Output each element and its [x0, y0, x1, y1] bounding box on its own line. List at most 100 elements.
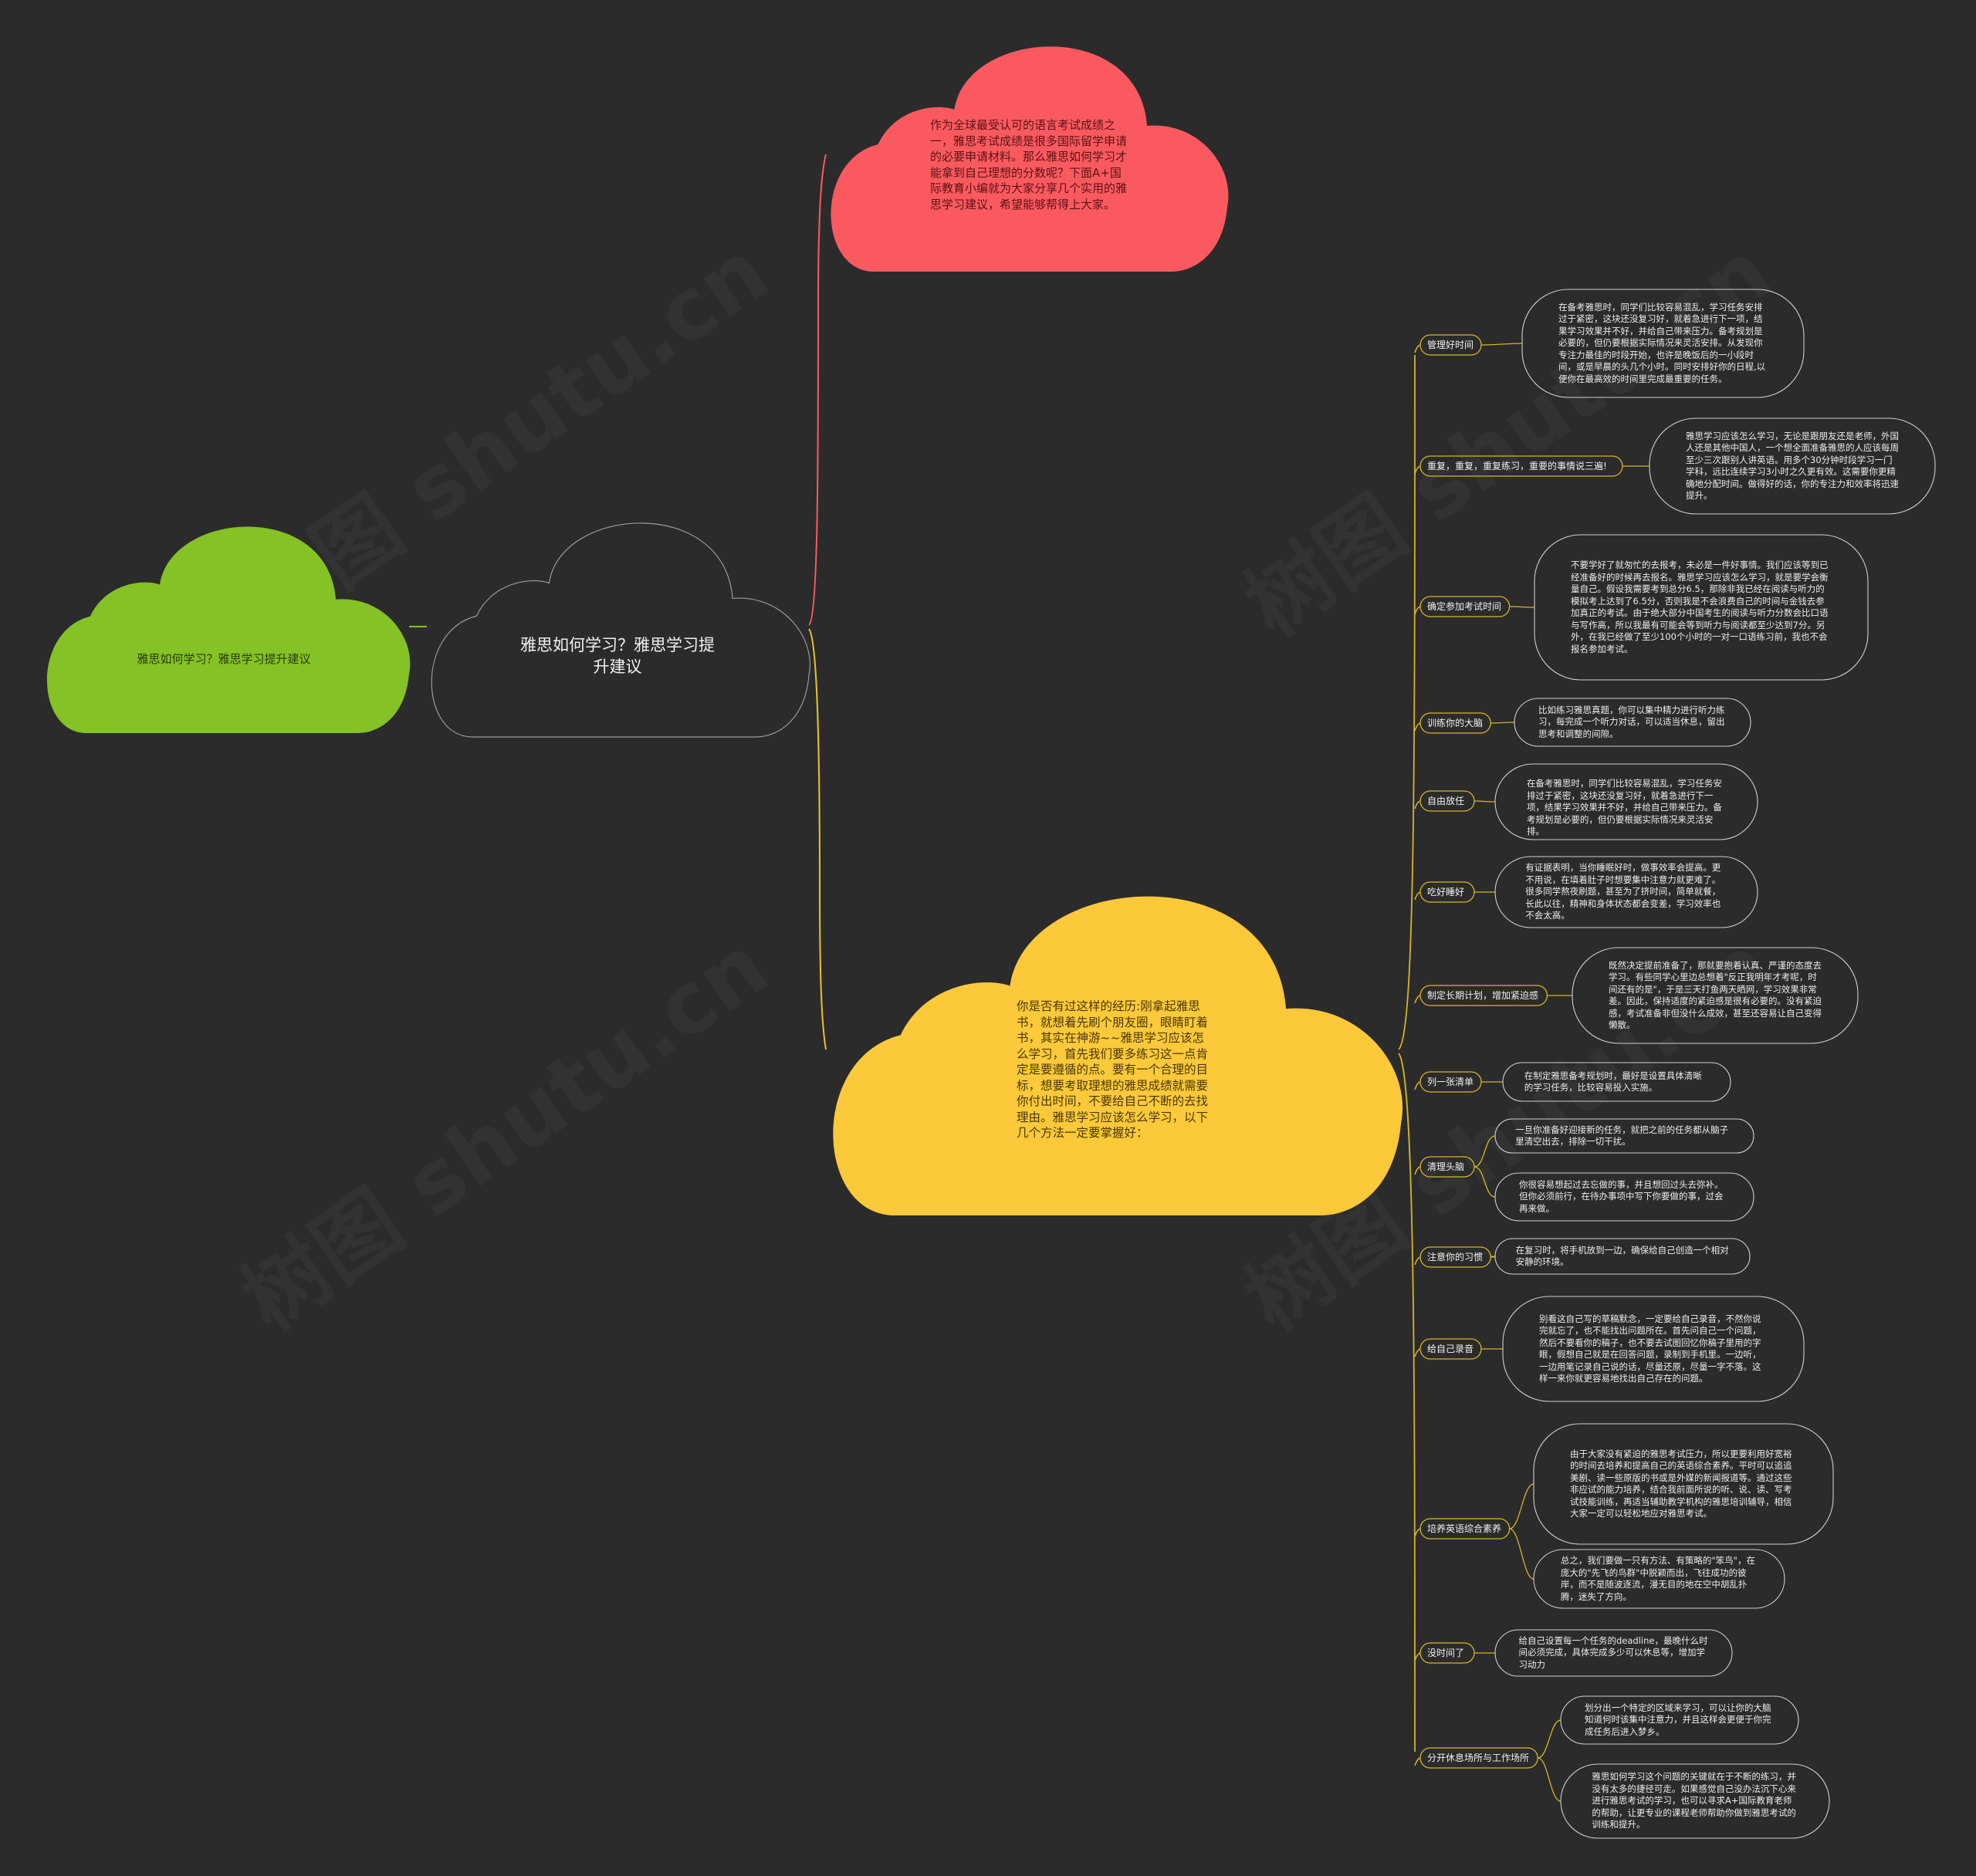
leaf-text[interactable]: 你很容易想起过去忘做的事，并且想回过头去弥补。但你必须前行，在待办事项中写下你要…	[1519, 1178, 1724, 1214]
branch-pills	[1419, 289, 1936, 1839]
leaf-text[interactable]: 不要学好了就匆忙的去报考，未必是一件好事情。我们应该等到已经准备好的时候再去报名…	[1571, 559, 1829, 654]
branch-label[interactable]: 没时间了	[1427, 1648, 1465, 1658]
leaf-text[interactable]: 雅思如何学习这个问题的关键就在于不断的练习，并没有太多的捷径可走。如果感觉自己没…	[1592, 1771, 1796, 1830]
branch-pill	[1419, 1156, 1475, 1178]
branch-pill	[1419, 1518, 1511, 1540]
branch-connector	[1414, 344, 1421, 353]
intro-cloud	[831, 46, 1229, 272]
main-connector	[808, 628, 827, 1050]
branch-label[interactable]: 管理好时间	[1427, 340, 1474, 350]
leaf-pill	[1494, 1172, 1754, 1222]
leaf-pill	[1494, 1629, 1733, 1677]
leaf-text[interactable]: 由于大家没有紧迫的雅思考试压力，所以更要利用好宽裕的时间去培养和提高自己的英语综…	[1570, 1448, 1792, 1519]
root-node-label[interactable]: 雅思如何学习？雅思学习提升建议	[137, 652, 311, 666]
branch-pill	[1419, 334, 1482, 356]
leaf-pill	[1494, 856, 1758, 928]
leaf-connector	[1538, 1719, 1562, 1759]
branch-label[interactable]: 清理头脑	[1427, 1161, 1465, 1172]
leaf-text[interactable]: 总之，我们要做一只有方法、有策略的"笨鸟"，在庞大的"先飞的鸟群"中脱颖而出，飞…	[1560, 1555, 1755, 1602]
leaf-text[interactable]: 在复习时，将手机放到一边，确保给自己创造一个相对安静的环境。	[1515, 1244, 1729, 1268]
leaf-connector	[1490, 722, 1515, 724]
branch-connector	[1414, 891, 1421, 901]
leaf-pill	[1521, 289, 1805, 398]
root-cloud	[46, 526, 411, 733]
leaf-pill	[1502, 1062, 1731, 1102]
leaf-connector	[1490, 1256, 1496, 1258]
leaf-text[interactable]: 既然决定提前准备了，那就要抱着认真、严谨的态度去学习。有些同学心里边总想着"反正…	[1609, 959, 1822, 1031]
branch-label[interactable]: 自由放任	[1427, 796, 1465, 806]
branch-pill	[1419, 881, 1475, 903]
center-node-label[interactable]: 雅思如何学习？雅思学习提升建议	[520, 636, 715, 676]
leaf-text[interactable]: 一旦你准备好迎接新的任务，就把之前的任务都从脑子里清空出去，排除一切干扰。	[1515, 1124, 1729, 1148]
clouds	[46, 46, 1403, 1215]
branch-label[interactable]: 制定长期计划，增加紧迫感	[1427, 990, 1539, 1001]
leaf-text[interactable]: 给自己设置每一个任务的deadline，最晚什么时间必须完成，具体完成多少可以休…	[1518, 1634, 1708, 1670]
branch-pill	[1419, 1642, 1475, 1664]
branch-label[interactable]: 吃好睡好	[1427, 887, 1465, 897]
branch-pill	[1419, 1747, 1538, 1769]
leaf-connector	[1480, 343, 1523, 346]
leaf-pill	[1533, 1549, 1785, 1609]
leaf-connector	[1509, 1528, 1534, 1580]
branch-connector	[1414, 1081, 1421, 1090]
branch-pill	[1419, 596, 1511, 617]
intro-connector	[808, 154, 827, 626]
branch-label[interactable]: 分开休息场所与工作场所	[1427, 1753, 1530, 1763]
branch-pill	[1419, 455, 1623, 477]
branch-connector	[1414, 1528, 1421, 1537]
leaf-pill	[1533, 1423, 1834, 1545]
leaf-connector	[1474, 1166, 1496, 1198]
branch-label[interactable]: 训练你的大脑	[1427, 718, 1484, 728]
branch-connector	[1414, 465, 1421, 475]
branch-pill	[1419, 985, 1548, 1006]
branch-connector	[1414, 606, 1421, 615]
branch-connector	[1414, 722, 1421, 732]
branch-label[interactable]: 重复，重复，重复练习，重要的事情说三遍!	[1427, 461, 1607, 472]
leaf-pill	[1560, 1695, 1799, 1745]
connector-lines	[409, 154, 1649, 1802]
leaf-connector	[1474, 1135, 1496, 1168]
branch-connector	[1414, 1652, 1421, 1661]
leaf-text[interactable]: 在备考雅思时，同学们比较容易混乱，学习任务安排过于紧密，这块还没复习好，就着急进…	[1526, 778, 1722, 837]
leaf-pill	[1494, 1118, 1754, 1154]
leaf-pill	[1514, 698, 1751, 747]
branch-trunk	[1398, 354, 1416, 1753]
branch-label[interactable]: 列一张清单	[1427, 1077, 1474, 1087]
leaf-pill	[1560, 1763, 1830, 1839]
main-node-text[interactable]: 你是否有过这样的经历:刚拿起雅思书，就想着先刷个朋友圈，眼睛盯着书，其实在神游~…	[1017, 999, 1209, 1140]
leaf-text[interactable]: 雅思学习应该怎么学习，无论是跟朋友还是老师，外国人还是其他中国人，一个想全面准备…	[1686, 430, 1899, 502]
leaf-pill	[1494, 763, 1758, 840]
branch-connector	[1414, 1166, 1421, 1175]
branch-pill	[1419, 1071, 1482, 1093]
main-cloud	[833, 896, 1403, 1215]
intro-node-text[interactable]: 作为全球最受认可的语言考试成绩之一，雅思考试成绩是很多国际留学申请的必要申请材料…	[930, 118, 1128, 211]
leaf-text[interactable]: 划分出一个特定的区域来学习，可以让你的大脑知道何时该集中注意力，并且这样会更便于…	[1585, 1702, 1771, 1737]
leaf-text[interactable]: 别看这自己写的草稿默念，一定要给自己录音，不然你说完就忘了，也不能找出问题所在。…	[1539, 1313, 1761, 1384]
branch-connector	[1414, 995, 1421, 1004]
branch-connector	[1414, 800, 1421, 810]
leaf-connector	[1537, 1757, 1562, 1802]
leaf-text[interactable]: 比如练习雅思真题，你可以集中精力进行听力练习，每完成一个听力对话，可以适当休息，…	[1538, 704, 1725, 739]
leaf-text[interactable]: 有证据表明，当你睡眠好时，做事效率会提高。更不用说，在填着肚子时想要集中注意力就…	[1525, 862, 1721, 921]
branch-pill	[1419, 712, 1491, 734]
branch-label[interactable]: 注意你的习惯	[1427, 1252, 1484, 1262]
branch-pill	[1419, 1338, 1482, 1360]
branch-label[interactable]: 给自己录音	[1427, 1344, 1474, 1354]
leaf-pill	[1649, 417, 1936, 515]
leaf-pill	[1502, 1296, 1805, 1402]
branch-label[interactable]: 确定参加考试时间	[1427, 601, 1502, 612]
leaf-pill	[1534, 534, 1869, 681]
branch-connector	[1414, 1757, 1421, 1766]
branch-pill	[1419, 790, 1475, 812]
leaf-connector	[1509, 1483, 1534, 1530]
branch-connector	[1414, 1348, 1421, 1357]
branch-connector	[1414, 1256, 1421, 1266]
branch-label[interactable]: 培养英语综合素养	[1427, 1523, 1502, 1534]
leaf-pill	[1494, 1238, 1751, 1275]
branch-pill	[1419, 1246, 1491, 1268]
leaf-pill	[1572, 947, 1859, 1044]
leaf-text[interactable]: 在备考雅思时，同学们比较容易混乱，学习任务安排过于紧密，这块还没复习好，就着急进…	[1558, 301, 1766, 384]
leaf-connector	[1474, 800, 1496, 803]
leaf-text[interactable]: 在制定雅思备考规划时，最好是设置具体清晰的学习任务，比较容易投入实施。	[1524, 1070, 1702, 1093]
